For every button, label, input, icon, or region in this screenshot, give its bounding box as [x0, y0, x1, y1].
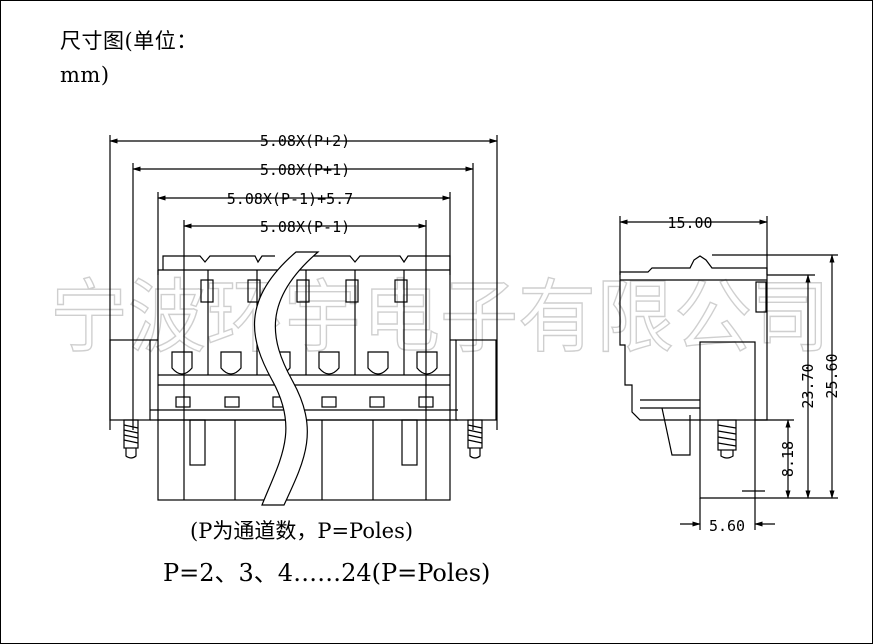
- dim-height-body: 23.70: [799, 363, 817, 408]
- dim-bottom-width: 5.60: [709, 517, 745, 535]
- watermark: 宁波环宇电子有限公司: [50, 271, 830, 364]
- title-line-1: 尺寸图(单位：: [60, 29, 198, 53]
- dim-height-lower: 8.18: [779, 441, 797, 477]
- dim-height-total: 25.60: [823, 353, 841, 398]
- poles-range-note: P=2、3、4……24(P=Poles): [163, 559, 491, 587]
- drawing-title: 尺寸图(单位： mm): [60, 24, 198, 92]
- dim-depth: 15.00: [667, 214, 712, 232]
- dim-width-p-minus-1-plus-5-7: 5.08X(P-1)+5.7: [227, 190, 353, 208]
- break-line: [253, 251, 320, 506]
- dim-width-p-plus-2: 5.08X(P+2): [260, 132, 350, 150]
- dim-width-p-minus-1: 5.08X(P-1): [260, 218, 350, 236]
- dim-width-p-plus-1: 5.08X(P+1): [260, 161, 350, 179]
- poles-note: (P为通道数，P=Poles): [190, 519, 414, 543]
- title-line-2: mm): [60, 63, 110, 87]
- side-view: [619, 216, 838, 530]
- front-view: [109, 135, 498, 501]
